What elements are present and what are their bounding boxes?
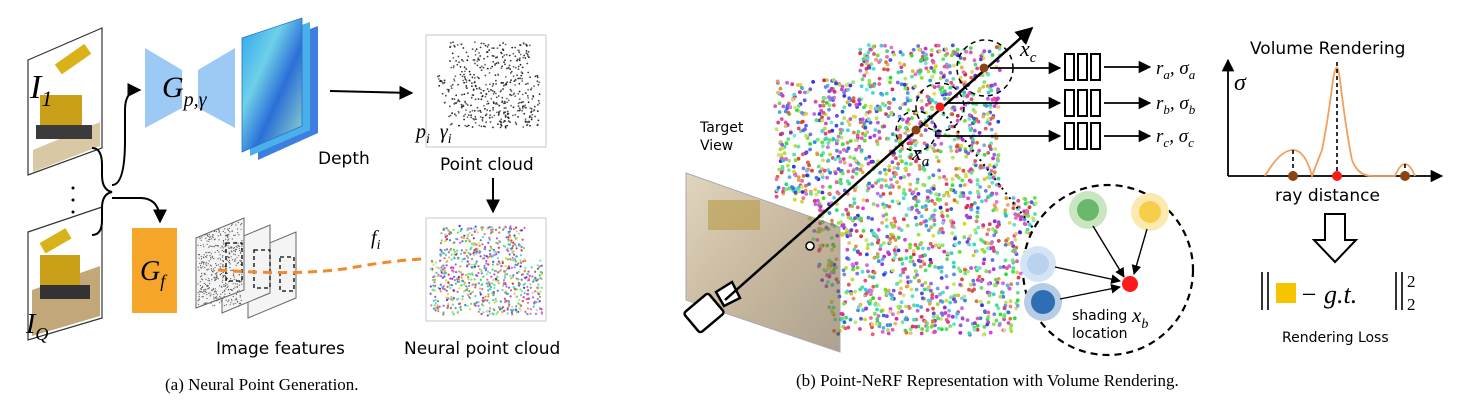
sample-neighborhood-b — [915, 82, 965, 132]
loss-sup: 2 — [1407, 272, 1416, 291]
vr-sample-c — [1400, 171, 1410, 181]
label-xa: xa — [911, 140, 929, 170]
label-shading-line1: shading — [1072, 308, 1127, 324]
sample-neighborhood-a — [895, 110, 937, 152]
label-feature-symbol: fi — [371, 227, 381, 253]
label-volume-rendering: Volume Rendering — [1250, 39, 1405, 59]
aggregation-arrows — [1054, 225, 1148, 300]
label-ray-distance: ray distance — [1275, 186, 1380, 206]
label-iq: IQ — [25, 309, 48, 344]
neural-point-cloud-view — [425, 217, 547, 322]
target-view-image — [685, 172, 841, 353]
excavator-arm — [54, 43, 92, 75]
geometry-network — [145, 48, 235, 128]
vr-density-curve — [1264, 66, 1416, 179]
vr-axis-sigma: σ — [1234, 70, 1247, 96]
caption-right: (b) Point-NeRF Representation with Volum… — [796, 371, 1179, 390]
feature-network — [132, 228, 177, 313]
label-depth: Depth — [318, 149, 370, 169]
label-neural-point-cloud: Neural point cloud — [404, 339, 560, 359]
label-feature-net: Gf — [140, 256, 168, 291]
curly-brace — [91, 147, 113, 236]
caption-left: (a) Neural Point Generation. — [165, 375, 359, 394]
rendered-color-square — [1276, 283, 1296, 303]
ellipsis-dots — [71, 186, 75, 214]
rendering-loss-formula: − g.t. 2 2 — [1261, 272, 1416, 314]
point-cloud-dots — [437, 41, 541, 129]
neural-point-green-core — [1077, 199, 1099, 221]
excavator-body — [40, 95, 82, 127]
mlp-row-a — [1064, 53, 1101, 81]
depth-maps — [241, 17, 318, 160]
loss-sub: 2 — [1407, 295, 1416, 314]
neural-point-yellow-core — [1139, 201, 1161, 223]
input-image-top — [27, 27, 103, 176]
zoom-connector — [942, 111, 1051, 251]
sample-point-b — [935, 102, 945, 112]
camera-ray — [724, 26, 1034, 301]
camera-icon — [683, 280, 742, 334]
output-c: rc, σc — [1156, 126, 1194, 150]
image-feature-maps — [195, 217, 297, 319]
right-panel: Target View xc xa — [683, 26, 1444, 390]
label-rendering-loss: Rendering Loss — [1282, 330, 1389, 346]
label-xc: xc — [1019, 36, 1037, 66]
label-target-line2: View — [700, 138, 733, 154]
output-b: rb, σb — [1156, 93, 1196, 117]
sample-point-a — [911, 125, 921, 135]
point-cloud-view — [425, 34, 547, 148]
mlp-row-b — [1064, 89, 1101, 117]
vr-sample-b — [1332, 171, 1342, 181]
mlp-row-c — [1064, 122, 1101, 150]
render-down-arrow — [1311, 213, 1359, 264]
ray-image-intersection — [805, 241, 815, 251]
scene-point-cloud — [773, 43, 1038, 337]
sample-point-c — [979, 63, 989, 73]
label-point-cloud: Point cloud — [440, 155, 534, 175]
label-geometry-net: Gp,γ — [162, 71, 208, 111]
arrow-to-geometry-net — [111, 83, 142, 186]
excavator-body — [40, 255, 80, 290]
excavator-arm — [39, 228, 72, 254]
label-target-line1: Target — [699, 120, 744, 136]
shading-point — [1122, 276, 1138, 292]
neural-point-darkblue-core — [1031, 290, 1055, 314]
neural-point-dots — [429, 224, 544, 317]
output-a: ra, σa — [1156, 58, 1196, 82]
loss-gt-text: − g.t. — [1300, 280, 1357, 309]
label-i1: I1 — [29, 69, 52, 111]
neural-point-lightblue-core — [1027, 253, 1049, 275]
label-image-features: Image features — [216, 339, 345, 359]
arrow-to-feature-net — [112, 197, 167, 224]
label-xb: xb — [1131, 303, 1148, 332]
arrow-depth-to-pointcloud — [329, 85, 414, 100]
excavator-tracks — [40, 285, 90, 299]
left-panel: I1 IQ Gp,γ — [25, 17, 560, 394]
label-shading-line2: location — [1072, 326, 1128, 342]
bulldozer-blade — [708, 200, 760, 230]
input-image-bottom — [27, 206, 103, 341]
excavator-tracks — [36, 125, 92, 139]
vr-sample-a — [1288, 171, 1298, 181]
